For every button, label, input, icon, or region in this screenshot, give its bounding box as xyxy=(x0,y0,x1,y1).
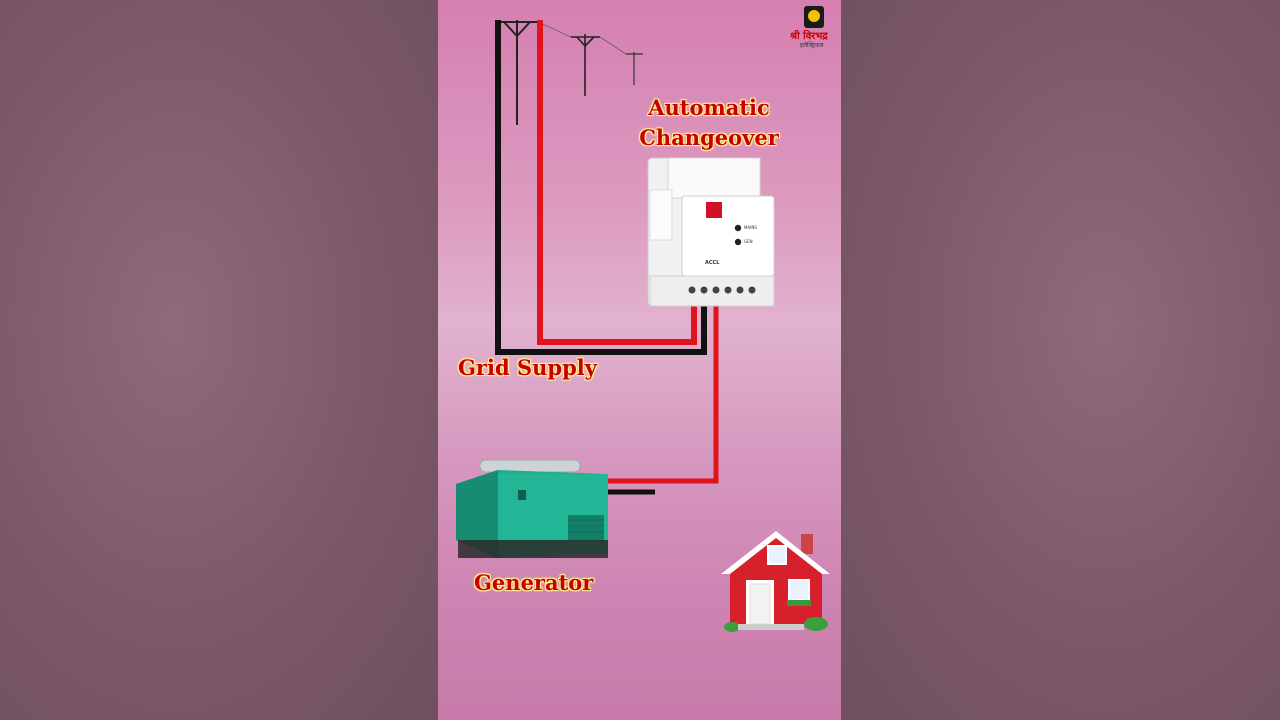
indicator-mains-label: MAINS xyxy=(744,225,757,230)
indicator-gen-label: GEN xyxy=(744,239,753,244)
channel-logo-text: श्री विरभद्र xyxy=(790,31,828,42)
right-blurred-backdrop xyxy=(841,0,1280,720)
grid-phase-wire xyxy=(537,20,697,345)
title-line-1: Automatic xyxy=(648,95,770,120)
wiring-diagram xyxy=(456,6,830,632)
utility-pole-small-icon xyxy=(571,34,600,96)
channel-logo-subtext: इलेक्ट्रिकल xyxy=(800,42,824,49)
generator-icon xyxy=(456,459,608,558)
video-panel: Automatic Changeover Grid Supply Generat… xyxy=(438,0,841,720)
utility-pole-far-icon xyxy=(626,52,643,85)
left-blurred-backdrop xyxy=(0,0,438,720)
house-icon xyxy=(721,531,830,632)
changeover-device xyxy=(647,157,775,307)
grid-supply-label: Grid Supply xyxy=(458,355,597,380)
generator-label: Generator xyxy=(474,570,594,595)
title-line-2: Changeover xyxy=(639,125,779,150)
generator-phase-wire xyxy=(603,290,719,484)
device-model-label: ACCL xyxy=(705,260,720,266)
channel-logo-icon xyxy=(804,6,824,28)
grid-neutral-wire xyxy=(495,20,707,355)
utility-pole-icon xyxy=(496,20,538,125)
